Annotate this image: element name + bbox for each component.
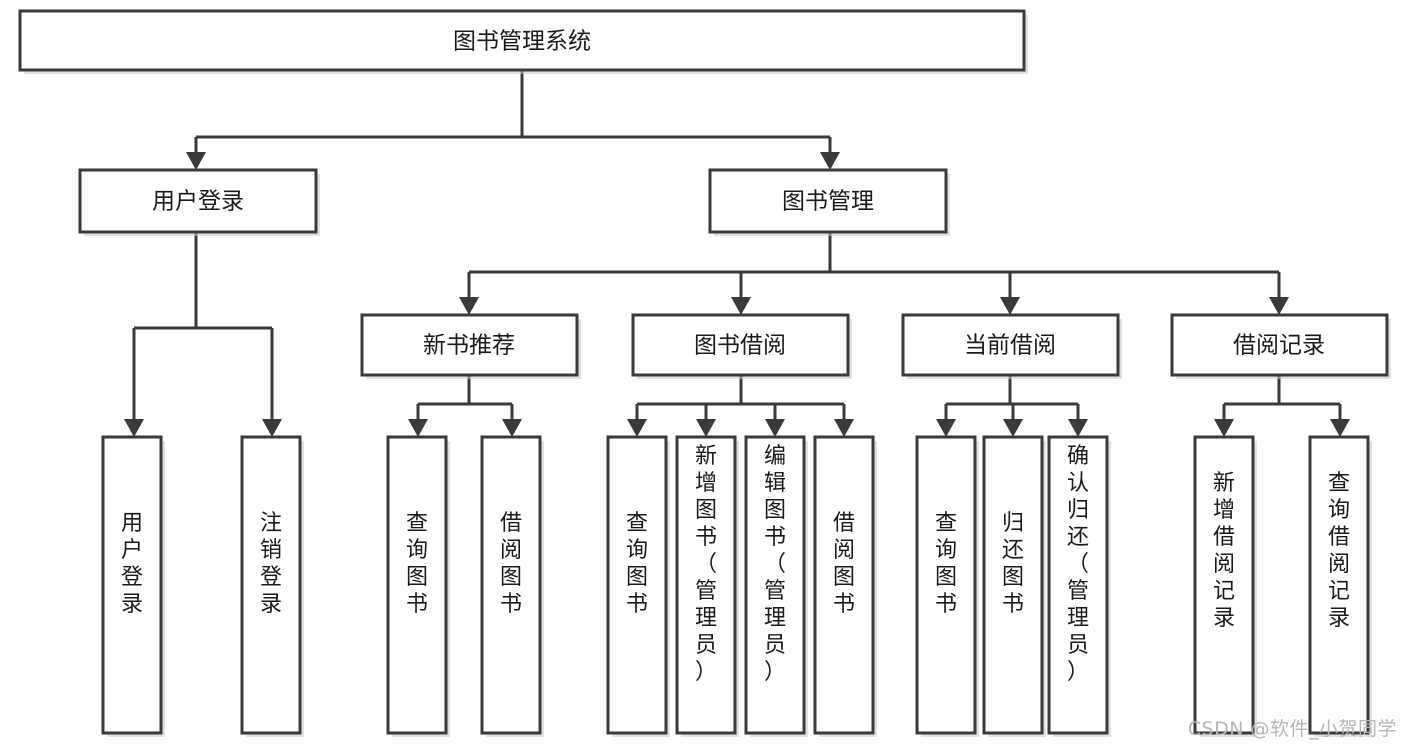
leaf-label: 归还图书 — [1002, 511, 1024, 617]
leaf-book-borrow-1[interactable]: 查询图书 — [606, 435, 670, 737]
leaf-label: 编辑图书（管理员） — [764, 444, 786, 685]
arrow-recommend-leaf-2 — [502, 419, 522, 437]
book-management-label: 图书管理 — [782, 189, 874, 215]
leaf-box[interactable] — [606, 435, 668, 735]
arrow-root-to-user-login — [186, 152, 206, 170]
leaf-current-borrow-3[interactable]: 确认归还（管理员） — [1047, 435, 1111, 737]
leaf-box[interactable] — [240, 435, 302, 735]
leaf-user-login-1[interactable]: 用户登录 — [101, 435, 165, 737]
new-book-recommend-label: 新书推荐 — [423, 333, 515, 359]
leaf-book-borrow-4[interactable]: 借阅图书 — [813, 435, 877, 737]
leaf-user-login-2[interactable]: 注销登录 — [240, 435, 304, 737]
leaf-borrow-records-1[interactable]: 新增借阅记录 — [1193, 435, 1257, 737]
leaf-recommend-1[interactable]: 查询图书 — [386, 435, 450, 737]
leaf-box[interactable] — [480, 435, 542, 735]
leaf-box[interactable] — [386, 435, 448, 735]
connector-layer — [124, 70, 1350, 437]
arrow-records-leaf-1 — [1214, 419, 1234, 437]
arrow-to-book-borrow — [731, 297, 751, 315]
book-management-box[interactable] — [708, 168, 948, 234]
leaf-label: 用户登录 — [121, 511, 143, 617]
borrow-records-label: 借阅记录 — [1233, 333, 1325, 359]
node-borrow-records[interactable]: 借阅记录 — [1170, 313, 1391, 379]
leaf-box[interactable] — [675, 435, 737, 735]
node-user-login[interactable]: 用户登录 — [78, 168, 320, 236]
arrow-borrow-leaf-1 — [627, 419, 647, 437]
leaf-label: 查询图书 — [626, 511, 648, 617]
arrow-borrow-leaf-2 — [696, 419, 716, 437]
leaf-label: 注销登录 — [260, 511, 282, 617]
leaf-label: 新增借阅记录 — [1213, 471, 1235, 631]
leaf-box[interactable] — [813, 435, 875, 735]
arrow-to-borrow-records — [1269, 297, 1289, 315]
current-borrow-box[interactable] — [901, 313, 1120, 377]
arrow-current-leaf-2 — [1003, 419, 1023, 437]
arrow-current-leaf-1 — [936, 419, 956, 437]
current-borrow-label: 当前借阅 — [964, 333, 1056, 359]
book-borrow-label: 图书借阅 — [694, 333, 786, 359]
borrow-records-box[interactable] — [1170, 313, 1389, 377]
leaf-box[interactable] — [1047, 435, 1109, 735]
leaf-current-borrow-1[interactable]: 查询图书 — [915, 435, 979, 737]
leaf-box[interactable] — [982, 435, 1044, 735]
leaf-label: 查询图书 — [406, 511, 428, 617]
user-login-label: 用户登录 — [152, 189, 244, 215]
arrow-user-login-leaf-2 — [262, 419, 282, 437]
arrow-recommend-leaf-1 — [408, 419, 428, 437]
arrow-to-current-borrow — [1000, 297, 1020, 315]
leaf-label: 新增图书（管理员） — [695, 444, 717, 685]
leaf-box[interactable] — [1308, 435, 1370, 735]
leaf-box[interactable] — [744, 435, 806, 735]
arrow-root-to-book-manage — [820, 152, 840, 170]
leaf-current-borrow-2[interactable]: 归还图书 — [982, 435, 1046, 737]
arrow-user-login-leaf-1 — [124, 419, 144, 437]
leaf-label: 查询借阅记录 — [1328, 471, 1350, 631]
leaf-borrow-records-2[interactable]: 查询借阅记录 — [1308, 435, 1372, 737]
node-root-system[interactable]: 图书管理系统 — [18, 9, 1028, 74]
leaf-box[interactable] — [1193, 435, 1255, 735]
leaf-box[interactable] — [915, 435, 977, 735]
leaf-book-borrow-3[interactable]: 编辑图书（管理员） — [744, 435, 808, 737]
node-new-book-recommend[interactable]: 新书推荐 — [360, 313, 581, 379]
leaf-box[interactable] — [101, 435, 163, 735]
arrow-current-leaf-3 — [1068, 419, 1088, 437]
arrow-to-new-book-recommend — [459, 297, 479, 315]
arrow-borrow-leaf-3 — [765, 419, 785, 437]
new-book-recommend-box[interactable] — [360, 313, 579, 377]
user-login-box[interactable] — [78, 168, 318, 234]
root-box[interactable] — [18, 9, 1026, 72]
node-book-management[interactable]: 图书管理 — [708, 168, 950, 236]
leaf-label: 借阅图书 — [500, 511, 522, 617]
book-borrow-box[interactable] — [631, 313, 850, 377]
leaf-label: 借阅图书 — [833, 511, 855, 617]
arrow-records-leaf-2 — [1330, 419, 1350, 437]
root-label: 图书管理系统 — [453, 29, 591, 55]
leaf-recommend-2[interactable]: 借阅图书 — [480, 435, 544, 737]
node-current-borrow[interactable]: 当前借阅 — [901, 313, 1122, 379]
leaf-label: 确认归还（管理员） — [1067, 444, 1089, 685]
leaf-book-borrow-2[interactable]: 新增图书（管理员） — [675, 435, 739, 737]
leaf-label: 查询图书 — [935, 511, 957, 617]
arrow-borrow-leaf-4 — [834, 419, 854, 437]
node-book-borrow[interactable]: 图书借阅 — [631, 313, 852, 379]
